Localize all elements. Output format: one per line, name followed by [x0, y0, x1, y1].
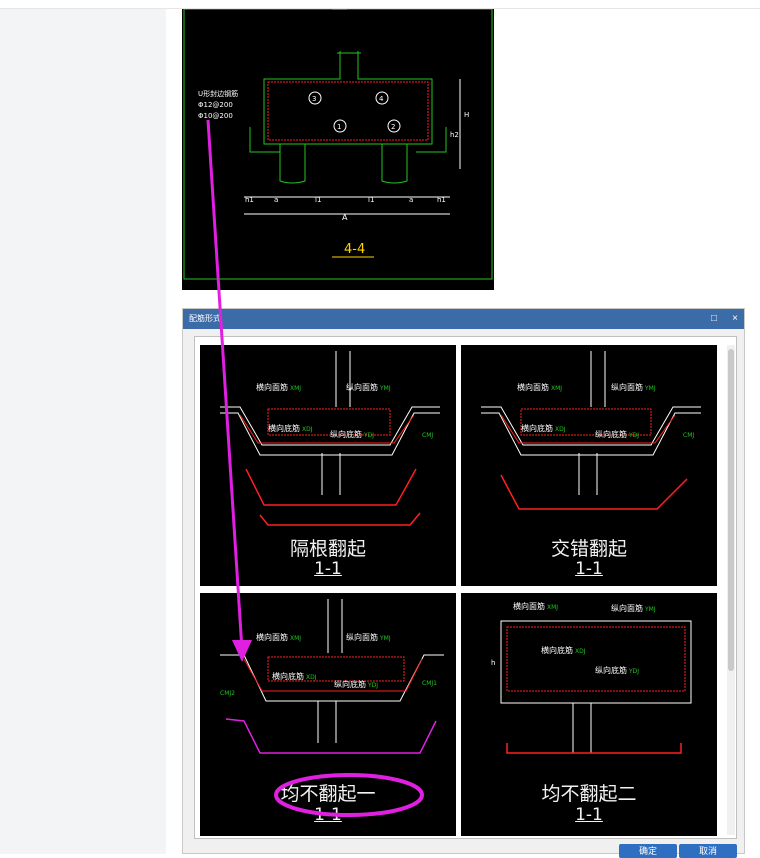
panel-1-zdj: 纵向底筋 [330, 429, 362, 439]
panel-4-drawing: 横向面筋 XMJ 纵向面筋 YMJ 横向底筋 XDJ 纵向底筋 YDJ h [491, 601, 692, 754]
cad-section-svg: 3 4 1 2 U形封边钢筋 Φ12@200 Φ10@200 h1 a l1 l… [183, 8, 493, 280]
panel-3-hmj: 横向面筋 [256, 632, 288, 642]
left-sidebar [0, 9, 166, 854]
dim-l1-left: l1 [315, 196, 321, 204]
panel-2-zdj-code: YDJ [628, 432, 639, 439]
panel-2-zmj: 纵向面筋 [611, 382, 643, 392]
panel-3-hdj-code: XDJ [306, 674, 317, 681]
panel-2-zmj-code: YMJ [644, 385, 656, 392]
dim-l1-right: l1 [368, 196, 374, 204]
panel-3-hmj-code: XMJ [290, 635, 301, 642]
panel-3-section: 1-1 [314, 805, 342, 825]
panel-4-hdj: 横向底筋 [541, 645, 573, 655]
panel-4-hdj-code: XDJ [575, 648, 586, 655]
close-button[interactable]: × [732, 313, 738, 324]
panel-4-hmj-code: XMJ [547, 604, 558, 611]
panel-1-hdj: 横向底筋 [268, 423, 300, 433]
panel-4-h: h [491, 659, 495, 667]
panel-4-zdj: 纵向底筋 [595, 665, 627, 675]
marker-4: 4 [379, 95, 384, 103]
dim-A: A [342, 213, 348, 222]
option-panel-1[interactable]: 横向面筋 XMJ 纵向面筋 YMJ 横向底筋 XDJ 纵向底筋 YDJ CMJ … [200, 345, 456, 586]
vertical-scrollbar[interactable] [727, 345, 735, 835]
panel-2-drawing: 横向面筋 XMJ 纵向面筋 YMJ 横向底筋 XDJ 纵向底筋 YDJ CMJ [481, 351, 701, 510]
maximize-button[interactable]: □ [710, 313, 718, 324]
note-line2: Φ10@200 [198, 112, 233, 120]
panel-4-section: 1-1 [575, 805, 603, 825]
panel-3-hdj: 横向底筋 [272, 671, 304, 681]
panel-2-section: 1-1 [575, 559, 603, 579]
options-grid: 横向面筋 XMJ 纵向面筋 YMJ 横向底筋 XDJ 纵向底筋 YDJ CMJ … [194, 336, 737, 839]
panel-3-cmj2: CMJ2 [220, 690, 235, 697]
dim-h2: h2 [450, 131, 459, 139]
dim-H: H [464, 111, 469, 119]
panel-4-hmj: 横向面筋 [513, 601, 545, 611]
panel-1-zmj-code: YMJ [379, 385, 391, 392]
panel-2-hmj-code: XMJ [551, 385, 562, 392]
panel-1-hmj: 横向面筋 [256, 382, 288, 392]
panel-1-hdj-code: XDJ [302, 426, 313, 433]
cad-drawing-section-4-4: 3 4 1 2 U形封边钢筋 Φ12@200 Φ10@200 h1 a l1 l… [182, 8, 494, 290]
dim-h1-right: h1 [437, 196, 446, 204]
option-panel-2[interactable]: 横向面筋 XMJ 纵向面筋 YMJ 横向底筋 XDJ 纵向底筋 YDJ CMJ … [461, 345, 717, 586]
panel-2-hdj-code: XDJ [555, 426, 566, 433]
dialog-title: 配筋形式 [189, 314, 221, 323]
panel-1-drawing: 横向面筋 XMJ 纵向面筋 YMJ 横向底筋 XDJ 纵向底筋 YDJ CMJ [220, 351, 440, 526]
dim-a-right: a [409, 196, 413, 204]
panel-2-hdj: 横向底筋 [521, 423, 553, 433]
scrollbar-thumb[interactable] [728, 349, 734, 671]
panel-4-zmj-code: YMJ [644, 606, 656, 613]
panel-4-zmj: 纵向面筋 [611, 603, 643, 613]
section-label-4-4: 4-4 [344, 242, 365, 257]
panel-2-cmj: CMJ [683, 432, 694, 439]
option-panel-3[interactable]: 横向面筋 XMJ 纵向面筋 YMJ 横向底筋 XDJ 纵向底筋 YDJ CMJ2… [200, 593, 456, 836]
dim-h1-left: h1 [245, 196, 254, 204]
panel-1-caption: 隔根翻起 [289, 538, 366, 560]
panel-1-zdj-code: YDJ [363, 432, 374, 439]
marker-1: 1 [337, 123, 341, 131]
ok-button[interactable]: 确定 [619, 844, 677, 858]
panel-4-caption: 均不翻起二 [541, 783, 637, 805]
panel-2-caption: 交错翻起 [550, 538, 627, 560]
panel-3-zdj: 纵向底筋 [334, 679, 366, 689]
panel-2-hmj: 横向面筋 [517, 382, 549, 392]
panel-1-hmj-code: XMJ [290, 385, 301, 392]
panel-2-zdj: 纵向底筋 [595, 429, 627, 439]
panel-3-zmj-code: YMJ [379, 635, 391, 642]
rebar-form-dialog: 配筋形式 □ × 横向面筋 XMJ 纵向面筋 YMJ 横向底筋 [182, 308, 745, 858]
option-panel-4[interactable]: 横向面筋 XMJ 纵向面筋 YMJ 横向底筋 XDJ 纵向底筋 YDJ h 均不… [461, 593, 717, 836]
panel-3-caption: 均不翻起一 [280, 783, 376, 805]
panel-3-zmj: 纵向面筋 [346, 632, 378, 642]
note-line1: Φ12@200 [198, 101, 233, 109]
note-title: U形封边钢筋 [198, 89, 238, 98]
marker-2: 2 [391, 123, 395, 131]
panel-1-zmj: 纵向面筋 [346, 382, 378, 392]
panel-4-zdj-code: YDJ [628, 668, 639, 675]
dim-a-left: a [274, 196, 278, 204]
panel-1-section: 1-1 [314, 559, 342, 579]
panel-1-cmj: CMJ [422, 432, 433, 439]
dialog-titlebar: 配筋形式 □ × [183, 309, 744, 329]
marker-3: 3 [312, 95, 316, 103]
cancel-button[interactable]: 取消 [679, 844, 737, 858]
panel-3-zdj-code: YDJ [367, 682, 378, 689]
panel-3-cmj1: CMJ1 [422, 680, 437, 687]
